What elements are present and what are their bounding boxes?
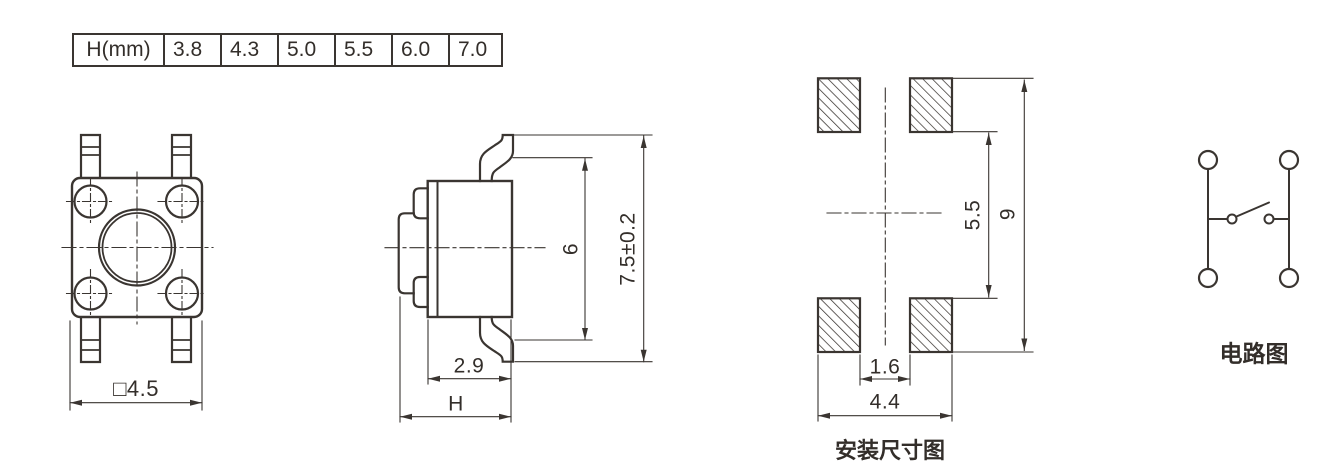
dim-label-pad-outer-vertical: 9 [996,207,1020,221]
dim-label-total-height: H [448,392,464,416]
table-value-cell: 6.0 [391,35,448,65]
side-view-drawing [384,133,653,423]
top-view-drawing [61,133,214,411]
table-value-cell: 3.8 [163,35,220,65]
dim-label-body-square: □4.5 [113,376,159,401]
corner-terminals [65,176,207,319]
circuit-diagram-caption: 电路图 [1219,340,1289,367]
dim-label-pad-inner-vertical: 5.5 [961,199,985,231]
dim-label-body-width: 2.9 [453,354,485,378]
circuit-diagram-drawing [1197,149,1300,289]
table-value-cell: 4.3 [220,35,277,65]
dim-label-pad-span: 4.4 [869,390,901,414]
table-value-cell: 5.5 [334,35,391,65]
mounting-pads-drawing [816,77,1034,422]
dim-label-lead-outer: 7.5±0.2 [616,212,640,286]
dim-label-lead-inner: 6 [559,242,583,256]
table-value-cell: 7.0 [448,35,505,65]
table-value-cell: 5.0 [277,35,334,65]
height-options-table: H(mm) 3.8 4.3 5.0 5.5 6.0 7.0 [72,33,503,67]
mounting-diagram-caption: 安装尺寸图 [834,438,946,463]
dim-label-pad-gap: 1.6 [869,355,901,379]
table-header-cell: H(mm) [86,38,151,61]
